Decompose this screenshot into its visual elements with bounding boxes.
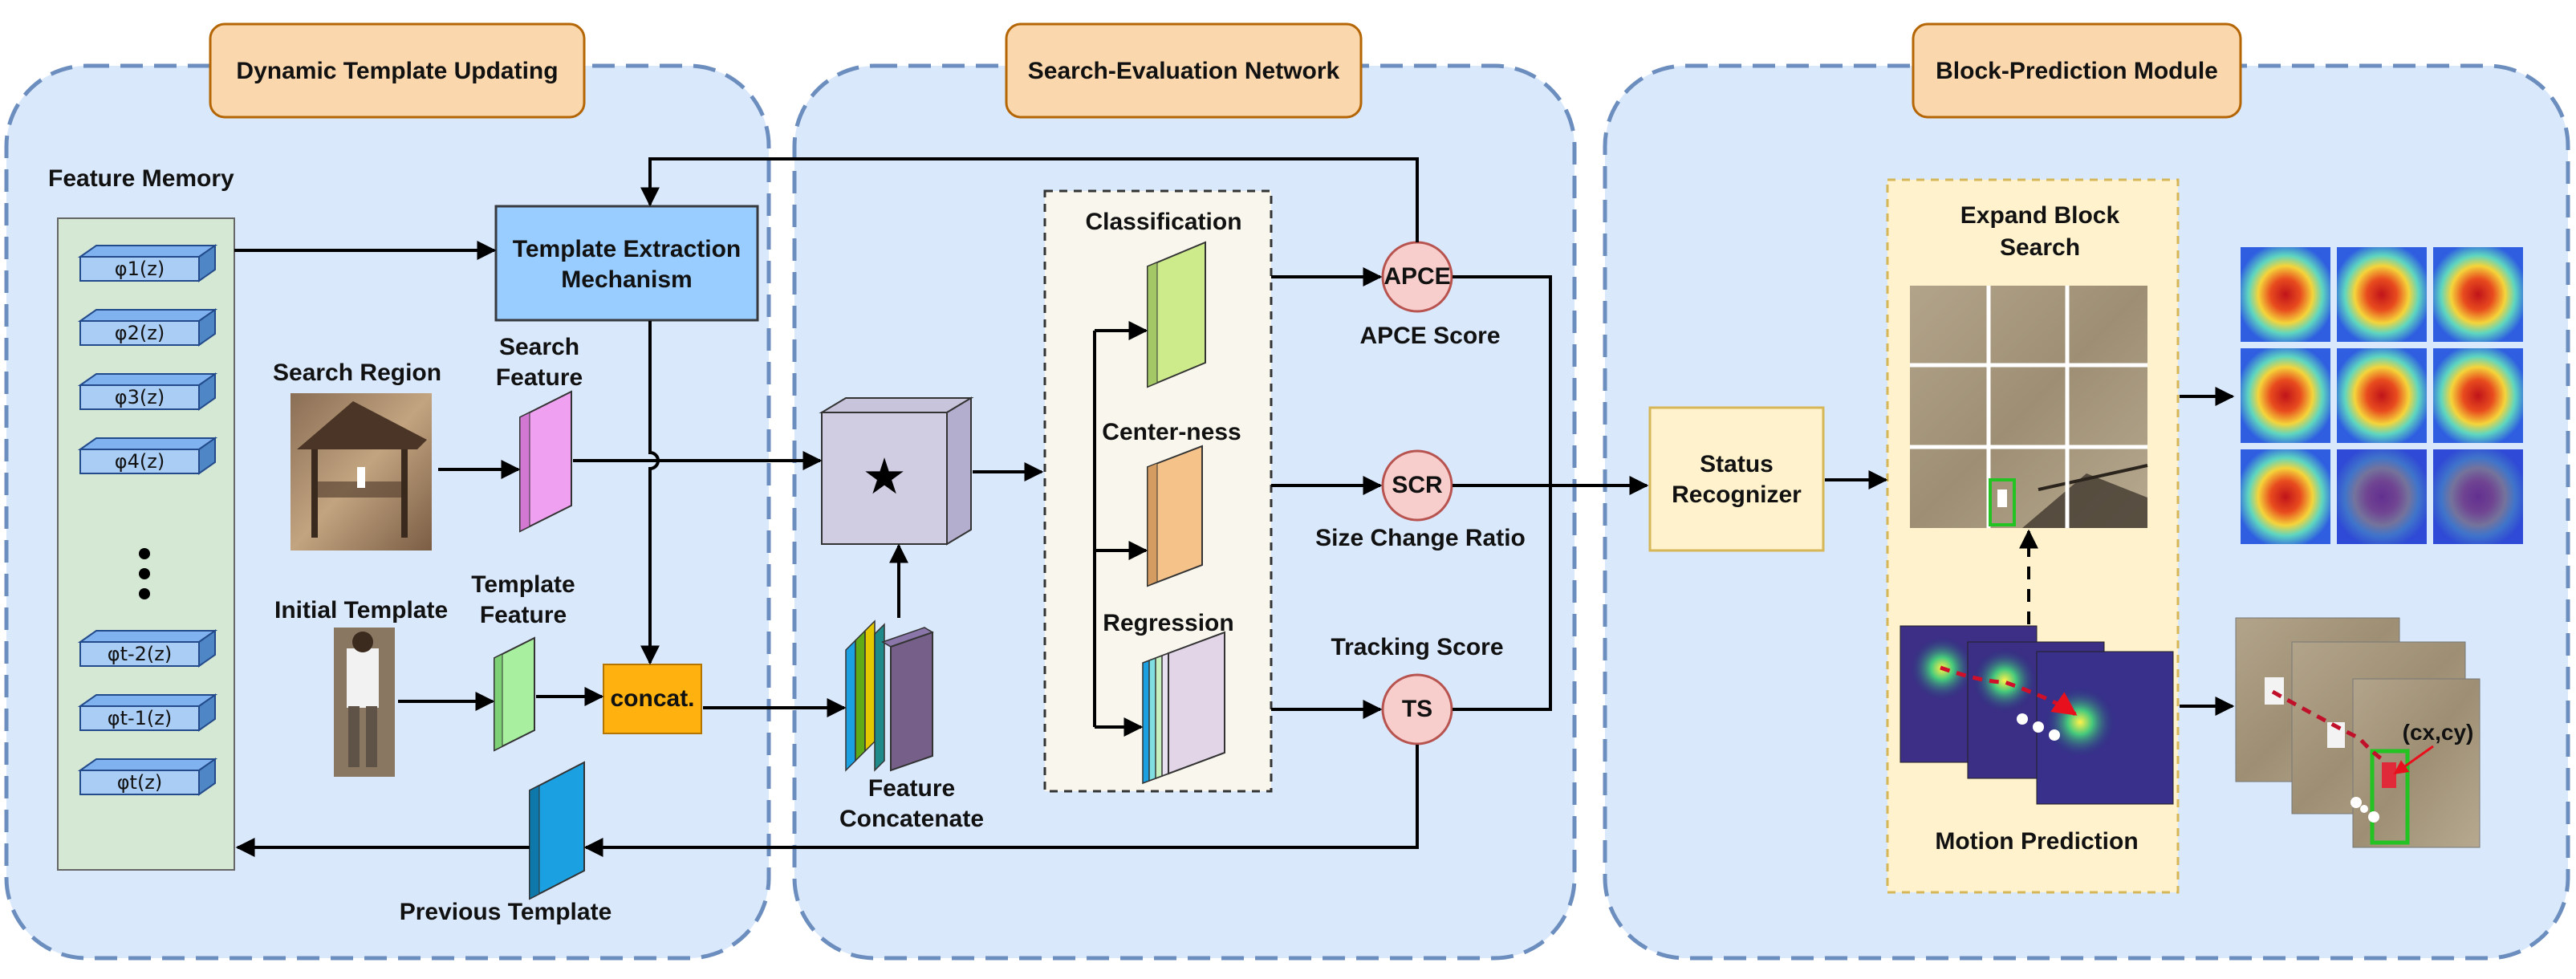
template-extraction-text-1: Template Extraction: [513, 236, 742, 262]
header-block-prediction-text: Block-Prediction Module: [1936, 58, 2218, 84]
apce-text: APCE: [1383, 263, 1450, 290]
response-heatmap-grid: [2241, 247, 2523, 544]
previous-template-label: Previous Template: [400, 899, 612, 925]
header-block-prediction: Block-Prediction Module: [1912, 22, 2242, 119]
initial-template-label: Initial Template: [274, 597, 448, 624]
motion-prediction-label: Motion Prediction: [1935, 828, 2138, 855]
header-search-evaluation: Search-Evaluation Network: [1005, 22, 1363, 119]
target-center-label: (cx,cy): [2403, 720, 2474, 745]
memory-slot: φ2(z): [77, 308, 218, 347]
output-frames-image: [2235, 617, 2481, 848]
tracking-score-label: Tracking Score: [1331, 634, 1503, 660]
expand-block-label-2: Search: [2000, 234, 2080, 261]
heatmap-cell: [2433, 348, 2523, 443]
template-feature-label-2: Feature: [480, 602, 567, 628]
heatmap-cell: [2337, 449, 2427, 544]
centerness-slab: [1147, 445, 1203, 587]
scr-node: SCR: [1381, 449, 1453, 522]
heatmap-cell: [2241, 348, 2330, 443]
template-feature-label-1: Template: [471, 571, 575, 598]
initial-template-image: [334, 628, 395, 777]
feature-concatenate-label-2: Concatenate: [839, 806, 984, 832]
template-extraction-text-2: Mechanism: [561, 266, 692, 293]
concat-text: concat.: [610, 685, 694, 712]
status-recognizer-text-2: Recognizer: [1672, 481, 1802, 508]
size-change-ratio-label: Size Change Ratio: [1315, 525, 1526, 551]
heatmap-cell: [2433, 247, 2523, 342]
motion-prediction-image: [1899, 625, 2174, 805]
feature-memory-stack: φ1(z) φ2(z) φ3(z) φ4(z) φt-2(z) φt-1(z) φt(z): [77, 244, 218, 796]
regression-label: Regression: [1103, 610, 1233, 636]
heatmap-cell: [2241, 247, 2330, 342]
apce-node: APCE: [1381, 241, 1453, 313]
heatmap-cell: [2241, 449, 2330, 544]
centerness-label: Center-ness: [1102, 419, 1241, 445]
ts-node: TS: [1381, 673, 1453, 745]
memory-slot: φt-1(z): [77, 693, 218, 732]
template-extraction-box: [494, 205, 759, 322]
expand-block-label-1: Expand Block: [1960, 202, 2120, 229]
header-dynamic-template: Dynamic Template Updating: [209, 22, 586, 119]
target-center-pointer: [2393, 745, 2434, 775]
search-feature-label-1: Search: [499, 334, 579, 360]
memory-slot: φt(z): [77, 758, 218, 796]
heatmap-cell: [2433, 449, 2523, 544]
correlation-cube: ★: [819, 396, 974, 546]
status-recognizer-box: [1648, 406, 1825, 552]
memory-slot-label: φt(z): [117, 771, 163, 794]
memory-slot: φ4(z): [77, 437, 218, 475]
feature-concatenate-stack: [845, 619, 934, 772]
search-region-image: [291, 393, 432, 550]
concat-box: [603, 664, 702, 734]
memory-slot-label: φ3(z): [115, 386, 165, 408]
classification-label: Classification: [1085, 209, 1241, 235]
template-feature-slab: [494, 636, 535, 752]
memory-slot: φt-2(z): [77, 629, 218, 668]
memory-slot: φ1(z): [77, 244, 218, 282]
heatmap-cell: [2337, 247, 2427, 342]
search-feature-slab: [519, 390, 572, 533]
memory-slot-label: φ2(z): [115, 322, 165, 344]
heatmap-cell: [2337, 348, 2427, 443]
header-search-evaluation-text: Search-Evaluation Network: [1028, 58, 1340, 84]
feature-concatenate-label-1: Feature: [868, 775, 955, 802]
memory-slot-label: φt-2(z): [108, 643, 173, 665]
correlation-star-icon: ★: [862, 447, 907, 506]
previous-template-slab: [529, 761, 585, 900]
scr-text: SCR: [1392, 472, 1443, 498]
memory-slot-label: φt-1(z): [108, 707, 173, 729]
memory-slot: φ3(z): [77, 372, 218, 411]
connectors: [234, 157, 2235, 857]
apce-score-label: APCE Score: [1359, 323, 1500, 349]
block-search-image: [1910, 286, 2148, 528]
memory-ellipsis: [139, 548, 150, 599]
header-dynamic-template-text: Dynamic Template Updating: [236, 58, 558, 84]
memory-slot-label: φ1(z): [115, 258, 165, 280]
regression-slab: [1142, 631, 1225, 785]
ts-text: TS: [1402, 696, 1432, 722]
memory-slot-label: φ4(z): [115, 450, 165, 473]
search-feature-label-2: Feature: [496, 364, 583, 391]
classification-slab: [1147, 241, 1206, 388]
search-region-label: Search Region: [273, 360, 441, 386]
feature-memory-label: Feature Memory: [48, 165, 234, 192]
status-recognizer-text-1: Status: [1700, 451, 1774, 477]
